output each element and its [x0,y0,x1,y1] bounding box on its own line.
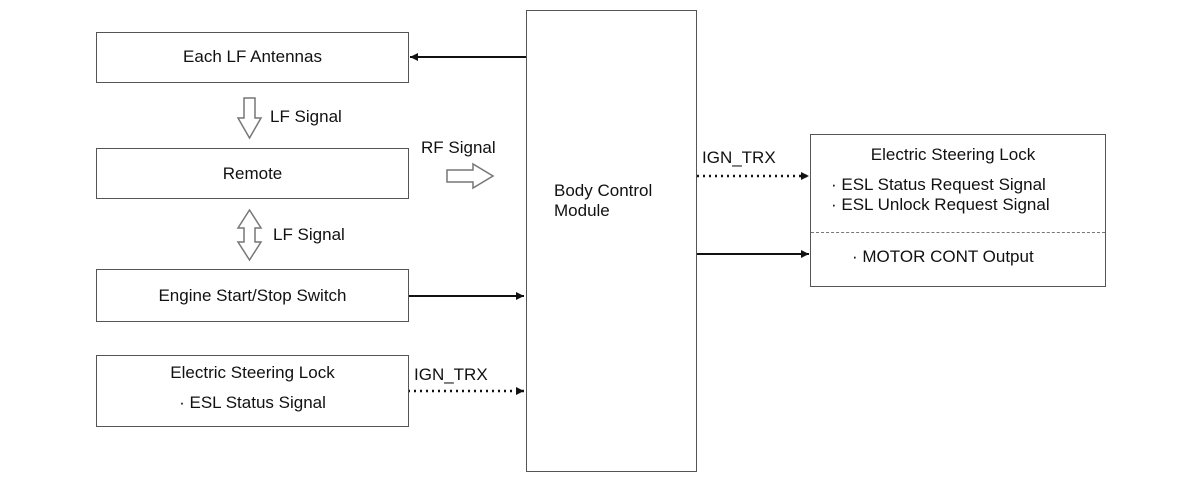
antennas-label: Each LF Antennas [183,47,322,66]
remote-box [96,148,409,199]
esl-right-item2: · ESL Unlock Request Signal [831,195,1050,214]
esl-right-title: Electric Steering Lock [870,145,1036,164]
hollow-double-arrow-icon [236,208,263,262]
esl-right-item3: · MOTOR CONT Output [852,247,1034,266]
esl-right-item1: · ESL Status Request Signal [831,175,1046,194]
esl-right-box [810,134,1106,287]
lf-signal-label-1: LF Signal [270,107,342,126]
bcm-box [526,10,697,472]
hollow-down-arrow-icon [236,97,263,140]
antennas-box [96,32,409,83]
engine-switch-label: Engine Start/Stop Switch [158,286,347,305]
esl-right-divider [811,232,1105,233]
bcm-label-line1: Body Control [554,181,653,200]
ign-trx-out-label: IGN_TRX [702,148,776,167]
rf-signal-label: RF Signal [421,138,496,157]
engine-switch-box [96,269,409,322]
bcm-label-line2: Module [554,201,610,220]
remote-label: Remote [222,164,283,183]
esl-left-box [96,355,409,427]
hollow-right-arrow-icon [446,162,495,190]
esl-left-title: Electric Steering Lock [170,363,335,382]
esl-left-item: · ESL Status Signal [179,393,326,412]
lf-signal-label-2: LF Signal [273,225,345,244]
ign-trx-in-label: IGN_TRX [414,365,488,384]
